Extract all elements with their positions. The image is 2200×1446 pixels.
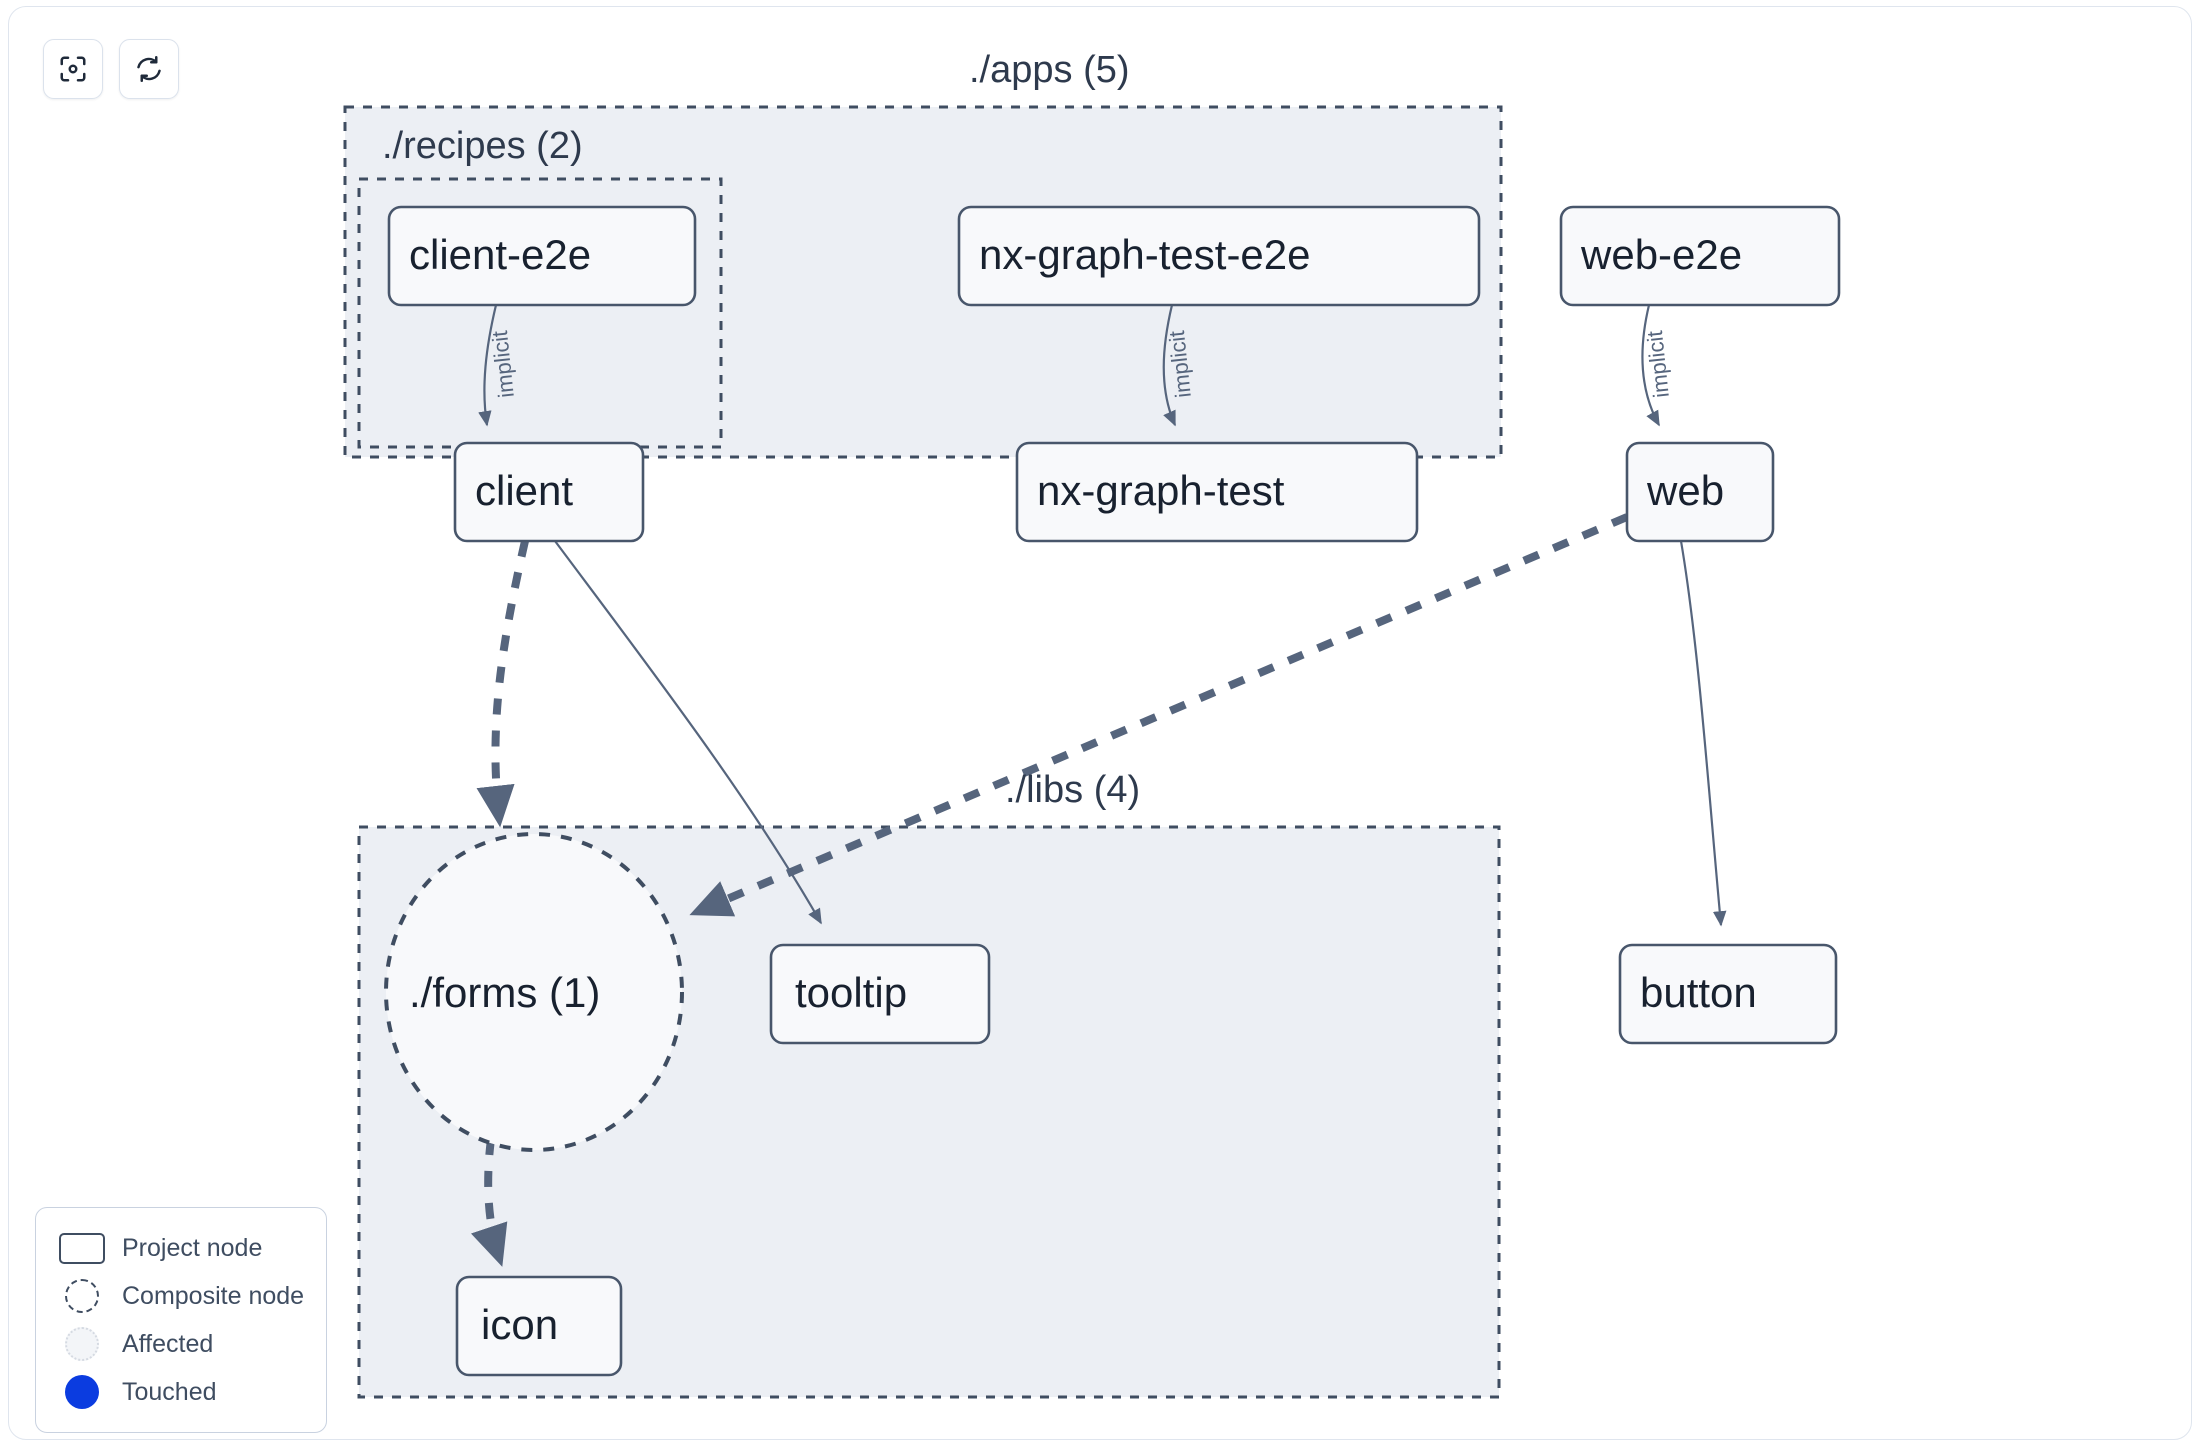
node-tooltip[interactable] <box>769 943 991 1045</box>
composite-node-swatch <box>56 1279 108 1313</box>
edge-client-e2e-to-client <box>478 304 498 427</box>
legend-label-affected: Affected <box>122 1329 214 1358</box>
node-nx-graph-test-e2e[interactable] <box>957 205 1481 307</box>
edge-web-e2e-to-web <box>1641 304 1660 427</box>
legend-label-touched: Touched <box>122 1377 217 1406</box>
focus-graph-button[interactable] <box>43 39 103 99</box>
touched-swatch <box>56 1375 108 1409</box>
graph-toolbar <box>43 39 179 99</box>
legend-label-project-node: Project node <box>122 1233 263 1262</box>
project-node-swatch <box>56 1232 108 1264</box>
graph-legend: Project node Composite node Affected Tou… <box>35 1207 327 1433</box>
legend-label-composite-node: Composite node <box>122 1281 305 1310</box>
node-web[interactable] <box>1625 441 1775 543</box>
legend-item-touched: Touched <box>56 1368 308 1416</box>
refresh-icon <box>134 54 164 84</box>
edge-nx-graph-test-e2e-to-nx-graph-test <box>1162 304 1177 427</box>
node-icon[interactable] <box>455 1275 623 1377</box>
edge-client-to-forms <box>476 540 529 828</box>
edge-web-to-button <box>1679 540 1727 927</box>
node-forms-composite[interactable] <box>384 832 684 1152</box>
focus-target-icon <box>58 54 88 84</box>
legend-item-project-node: Project node <box>56 1224 308 1272</box>
node-client[interactable] <box>453 441 645 543</box>
edge-forms-to-icon <box>470 1138 508 1267</box>
legend-item-affected: Affected <box>56 1320 308 1368</box>
graph-canvas[interactable] <box>9 7 2192 1440</box>
node-web-e2e[interactable] <box>1559 205 1841 307</box>
node-client-e2e[interactable] <box>387 205 697 307</box>
refresh-graph-button[interactable] <box>119 39 179 99</box>
edge-web-to-forms <box>689 513 1629 917</box>
graph-panel: ./apps (5) ./recipes (2) ./libs (4) clie… <box>8 6 2192 1440</box>
legend-item-composite-node: Composite node <box>56 1272 308 1320</box>
node-nx-graph-test[interactable] <box>1015 441 1419 543</box>
affected-swatch <box>56 1327 108 1361</box>
node-button[interactable] <box>1618 943 1838 1045</box>
